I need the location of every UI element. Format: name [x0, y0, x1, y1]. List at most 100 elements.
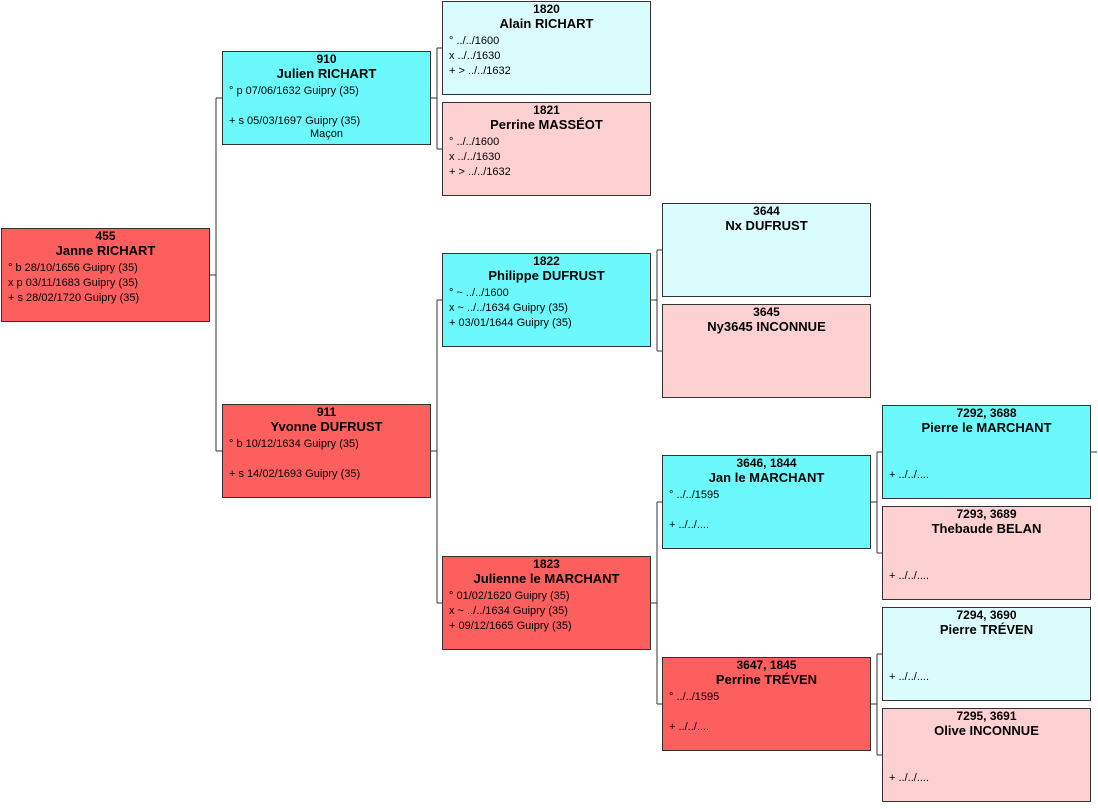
life-events: ° b 10/12/1634 Guipry (35) + s 14/02/1693… — [223, 437, 430, 482]
event-line — [229, 452, 430, 467]
event-line — [229, 99, 430, 114]
person-number: 910 — [316, 52, 337, 66]
event-line: ° ../../1600 — [449, 136, 500, 148]
life-events: ° ../../1595 + ../../.... — [663, 690, 870, 735]
life-events: + ../../.... — [883, 640, 1090, 685]
person-number: 1822 — [533, 254, 560, 268]
life-events: ° ../../1600 x ../../1630 + > ../../1632 — [443, 135, 650, 180]
event-line: + > ../../1632 — [449, 166, 511, 178]
life-events: ° ../../1600 x ../../1630 + > ../../1632 — [443, 34, 650, 79]
event-line: x ../../1630 — [449, 50, 501, 62]
event-line — [889, 453, 1090, 468]
person-number: 455 — [95, 229, 116, 243]
person-number: 1820 — [533, 2, 560, 16]
person-number: 7295, 3691 — [956, 709, 1017, 723]
event-line — [889, 539, 1090, 554]
person-name: Perrine TRÉVEN — [715, 672, 818, 687]
person-name: Julienne le MARCHANT — [473, 571, 620, 586]
event-line: ° p 07/06/1632 Guipry (35) — [229, 85, 359, 97]
life-events: ° ../../1595 + ../../.... — [663, 488, 870, 533]
event-line: + ../../.... — [889, 570, 930, 582]
event-line: + > ../../1632 — [449, 65, 511, 77]
life-events: ° 01/02/1620 Guipry (35) x ~ ../../1634 G… — [443, 589, 650, 634]
event-line: + s 14/02/1693 Guipry (35) — [229, 468, 361, 480]
person-number: 7294, 3690 — [956, 608, 1017, 622]
event-line: ° b 28/10/1656 Guipry (35) — [8, 262, 138, 274]
life-events: ° b 28/10/1656 Guipry (35) x p 03/11/1683… — [2, 261, 209, 306]
event-line — [889, 741, 1090, 756]
event-line: + ../../.... — [669, 519, 710, 531]
life-events: + ../../.... — [883, 539, 1090, 584]
life-events: + ../../.... — [883, 438, 1090, 483]
person-number: 3647, 1845 — [736, 658, 797, 672]
person-name: Thebaude BELAN — [931, 521, 1042, 536]
event-line: + s 28/02/1720 Guipry (35) — [8, 292, 140, 304]
person-number: 7293, 3689 — [956, 507, 1017, 521]
person-number: 3644 — [753, 204, 780, 218]
event-line: ° ../../1595 — [669, 691, 720, 703]
person-name: Pierre TRÉVEN — [939, 622, 1034, 637]
person-name: Jan le MARCHANT — [708, 470, 825, 485]
event-line — [889, 756, 1090, 771]
life-events: + ../../.... — [883, 741, 1090, 786]
event-line — [889, 640, 1090, 655]
person-name: Perrine MASSÉOT — [490, 117, 603, 132]
event-line — [889, 554, 1090, 569]
event-line — [889, 655, 1090, 670]
event-line: ° ../../1595 — [669, 489, 720, 501]
event-line: + 09/12/1665 Guipry (35) — [449, 620, 572, 632]
event-line — [669, 503, 870, 518]
person-number: 1823 — [533, 557, 560, 571]
person-number: 7292, 3688 — [956, 406, 1017, 420]
person-name: Yvonne DUFRUST — [270, 419, 383, 434]
event-line: + ../../.... — [889, 469, 930, 481]
event-line: x ../../1630 — [449, 151, 501, 163]
person-name: Julien RICHART — [276, 66, 377, 81]
event-line: + ../../.... — [889, 772, 930, 784]
event-line: x ~ ../../1634 Guipry (35) — [449, 605, 568, 617]
person-name: Olive INCONNUE — [934, 723, 1039, 738]
person-number: 911 — [316, 405, 337, 419]
occupation: Maçon — [309, 128, 344, 140]
person-name: Alain RICHART — [499, 16, 594, 31]
life-events: ° ~ ../../1600 x ~ ../../1634 Guipry (35)… — [443, 286, 650, 331]
event-line: + s 05/03/1697 Guipry (35) — [229, 115, 361, 127]
event-line: ° 01/02/1620 Guipry (35) — [449, 590, 570, 602]
event-line: + 03/01/1644 Guipry (35) — [449, 317, 572, 329]
event-line: x p 03/11/1683 Guipry (35) — [8, 277, 139, 289]
person-name: Pierre le MARCHANT — [921, 420, 1052, 435]
event-line: + ../../.... — [669, 721, 710, 733]
event-line: ° b 10/12/1634 Guipry (35) — [229, 438, 359, 450]
person-name: Philippe DUFRUST — [488, 268, 605, 283]
person-number: 3645 — [753, 305, 780, 319]
event-line: ° ~ ../../1600 — [449, 287, 509, 299]
event-line: ° ../../1600 — [449, 35, 500, 47]
person-name: Nx DUFRUST — [725, 218, 808, 233]
event-line: x ~ ../../1634 Guipry (35) — [449, 302, 568, 314]
person-number: 3646, 1844 — [736, 456, 797, 470]
event-line: + ../../.... — [889, 671, 930, 683]
life-events: ° p 07/06/1632 Guipry (35) + s 05/03/1697… — [223, 84, 430, 129]
event-line — [669, 705, 870, 720]
person-name: Janne RICHART — [55, 243, 156, 258]
person-number: 1821 — [533, 103, 560, 117]
person-name: Ny3645 INCONNUE — [707, 319, 826, 334]
event-line — [889, 438, 1090, 453]
